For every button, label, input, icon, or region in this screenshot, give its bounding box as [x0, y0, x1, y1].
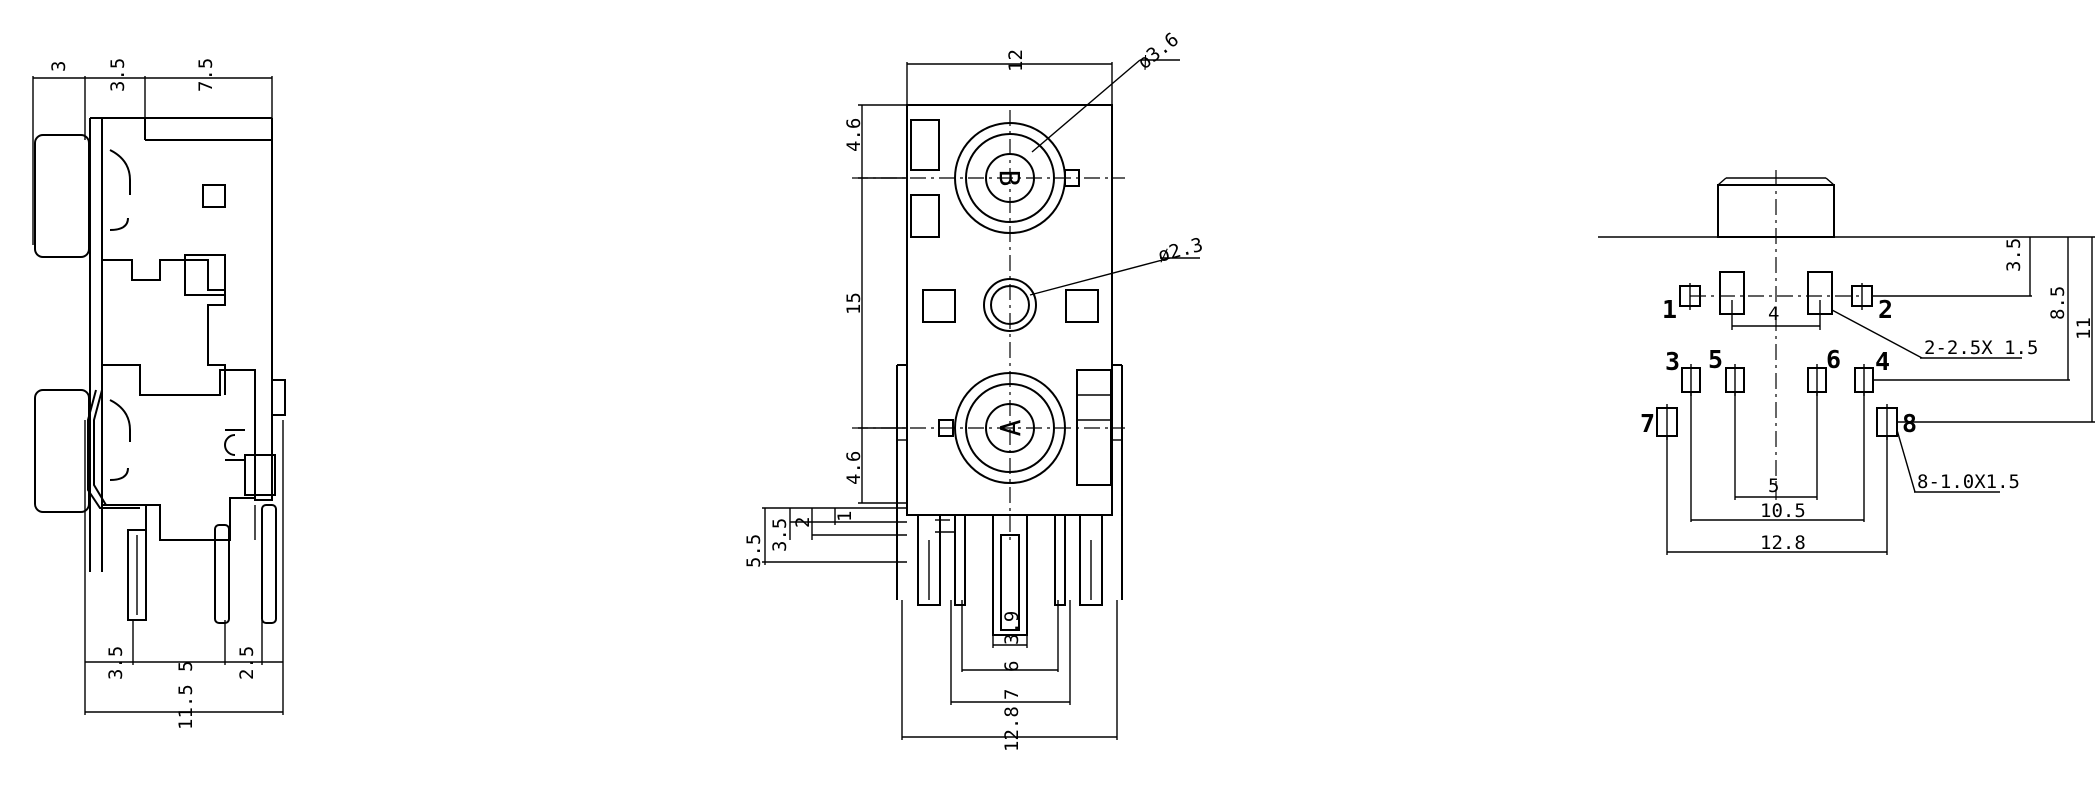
front-dim-128: 12.8 — [1001, 706, 1023, 752]
front-dim-46-bottom: 4.6 — [843, 451, 865, 485]
pin-5: 5 — [1708, 345, 1723, 374]
footprint-view: 4 1 2 3 4 5 6 7 8 3.5 8.5 11 — [1598, 170, 2095, 555]
fp-dim-105: 10.5 — [1760, 500, 1806, 522]
fp-dim-4: 4 — [1768, 303, 1779, 325]
front-dim-6: 6 — [1001, 661, 1023, 672]
callout-slot-holes: 2-2.5X 1.5 — [1924, 337, 2038, 359]
fp-dim-128: 12.8 — [1760, 532, 1806, 554]
front-view: 12 4.6 15 4.6 B — [743, 28, 1206, 752]
front-dim-7: 7 — [1001, 689, 1023, 700]
pin-8: 8 — [1902, 409, 1917, 438]
fp-dim-35: 3.5 — [2003, 238, 2025, 272]
pin-3: 3 — [1665, 347, 1680, 376]
side-dim-35-top: 3.5 — [107, 58, 129, 92]
side-dim-3: 3 — [48, 61, 70, 72]
side-view: 3 3.5 7.5 — [32, 58, 286, 730]
front-dim-46-top: 4.6 — [843, 118, 865, 152]
side-dim-5: 5 — [175, 661, 197, 672]
pin-6: 6 — [1826, 345, 1841, 374]
fp-dim-5: 5 — [1768, 475, 1779, 497]
side-dim-115: 11.5 — [175, 684, 197, 730]
callout-hole-diameter: ø2.3 — [1156, 234, 1206, 267]
pin-4: 4 — [1875, 347, 1890, 376]
front-dim-15: 15 — [843, 292, 865, 315]
front-dim-39: 3.9 — [1001, 611, 1023, 645]
fp-dim-85: 8.5 — [2047, 286, 2069, 320]
side-dim-75: 7.5 — [195, 58, 217, 92]
side-dim-35-bottom: 3.5 — [105, 646, 127, 680]
front-dim-55: 5.5 — [743, 534, 765, 568]
pin-1: 1 — [1662, 295, 1677, 324]
front-dim-2: 2 — [792, 517, 814, 528]
pin-7: 7 — [1640, 409, 1655, 438]
side-dim-25: 2.5 — [236, 646, 258, 680]
front-dim-1: 1 — [834, 511, 856, 522]
pin-2: 2 — [1878, 295, 1893, 324]
front-dim-35: 3.5 — [769, 518, 791, 552]
callout-jack-diameter: ø3.6 — [1134, 28, 1184, 74]
fp-dim-11: 11 — [2073, 317, 2095, 340]
front-dim-12: 12 — [1005, 49, 1027, 72]
callout-pin-holes: 8-1.0X1.5 — [1917, 471, 2020, 493]
